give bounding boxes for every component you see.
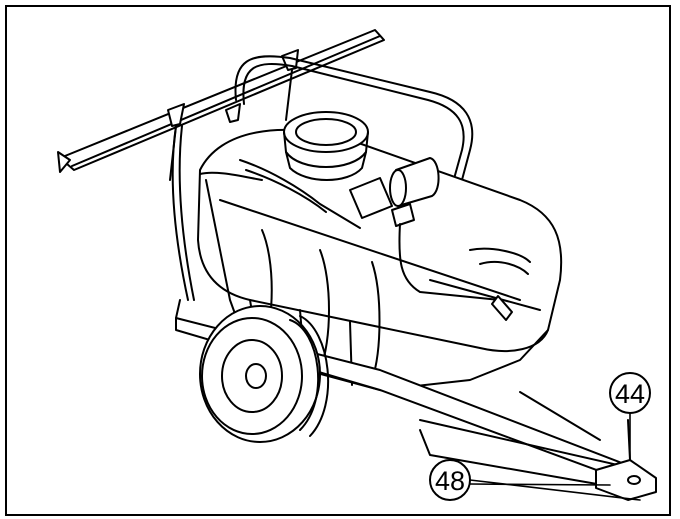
boom-nozzle [167, 103, 185, 181]
callout-44-circle [609, 372, 651, 414]
boom-nozzle [281, 49, 299, 121]
callout-44-label: 44 [615, 379, 645, 409]
callout-leaders [469, 412, 641, 501]
tubular-frame [234, 55, 474, 207]
callout-48-circle [429, 459, 471, 501]
wheel [199, 305, 330, 443]
callout-48-label: 48 [435, 466, 465, 496]
spray-boom [57, 29, 385, 301]
boom-nozzle [225, 103, 241, 123]
hoses [199, 159, 513, 321]
tank-lid [283, 111, 369, 181]
pump [349, 157, 440, 227]
